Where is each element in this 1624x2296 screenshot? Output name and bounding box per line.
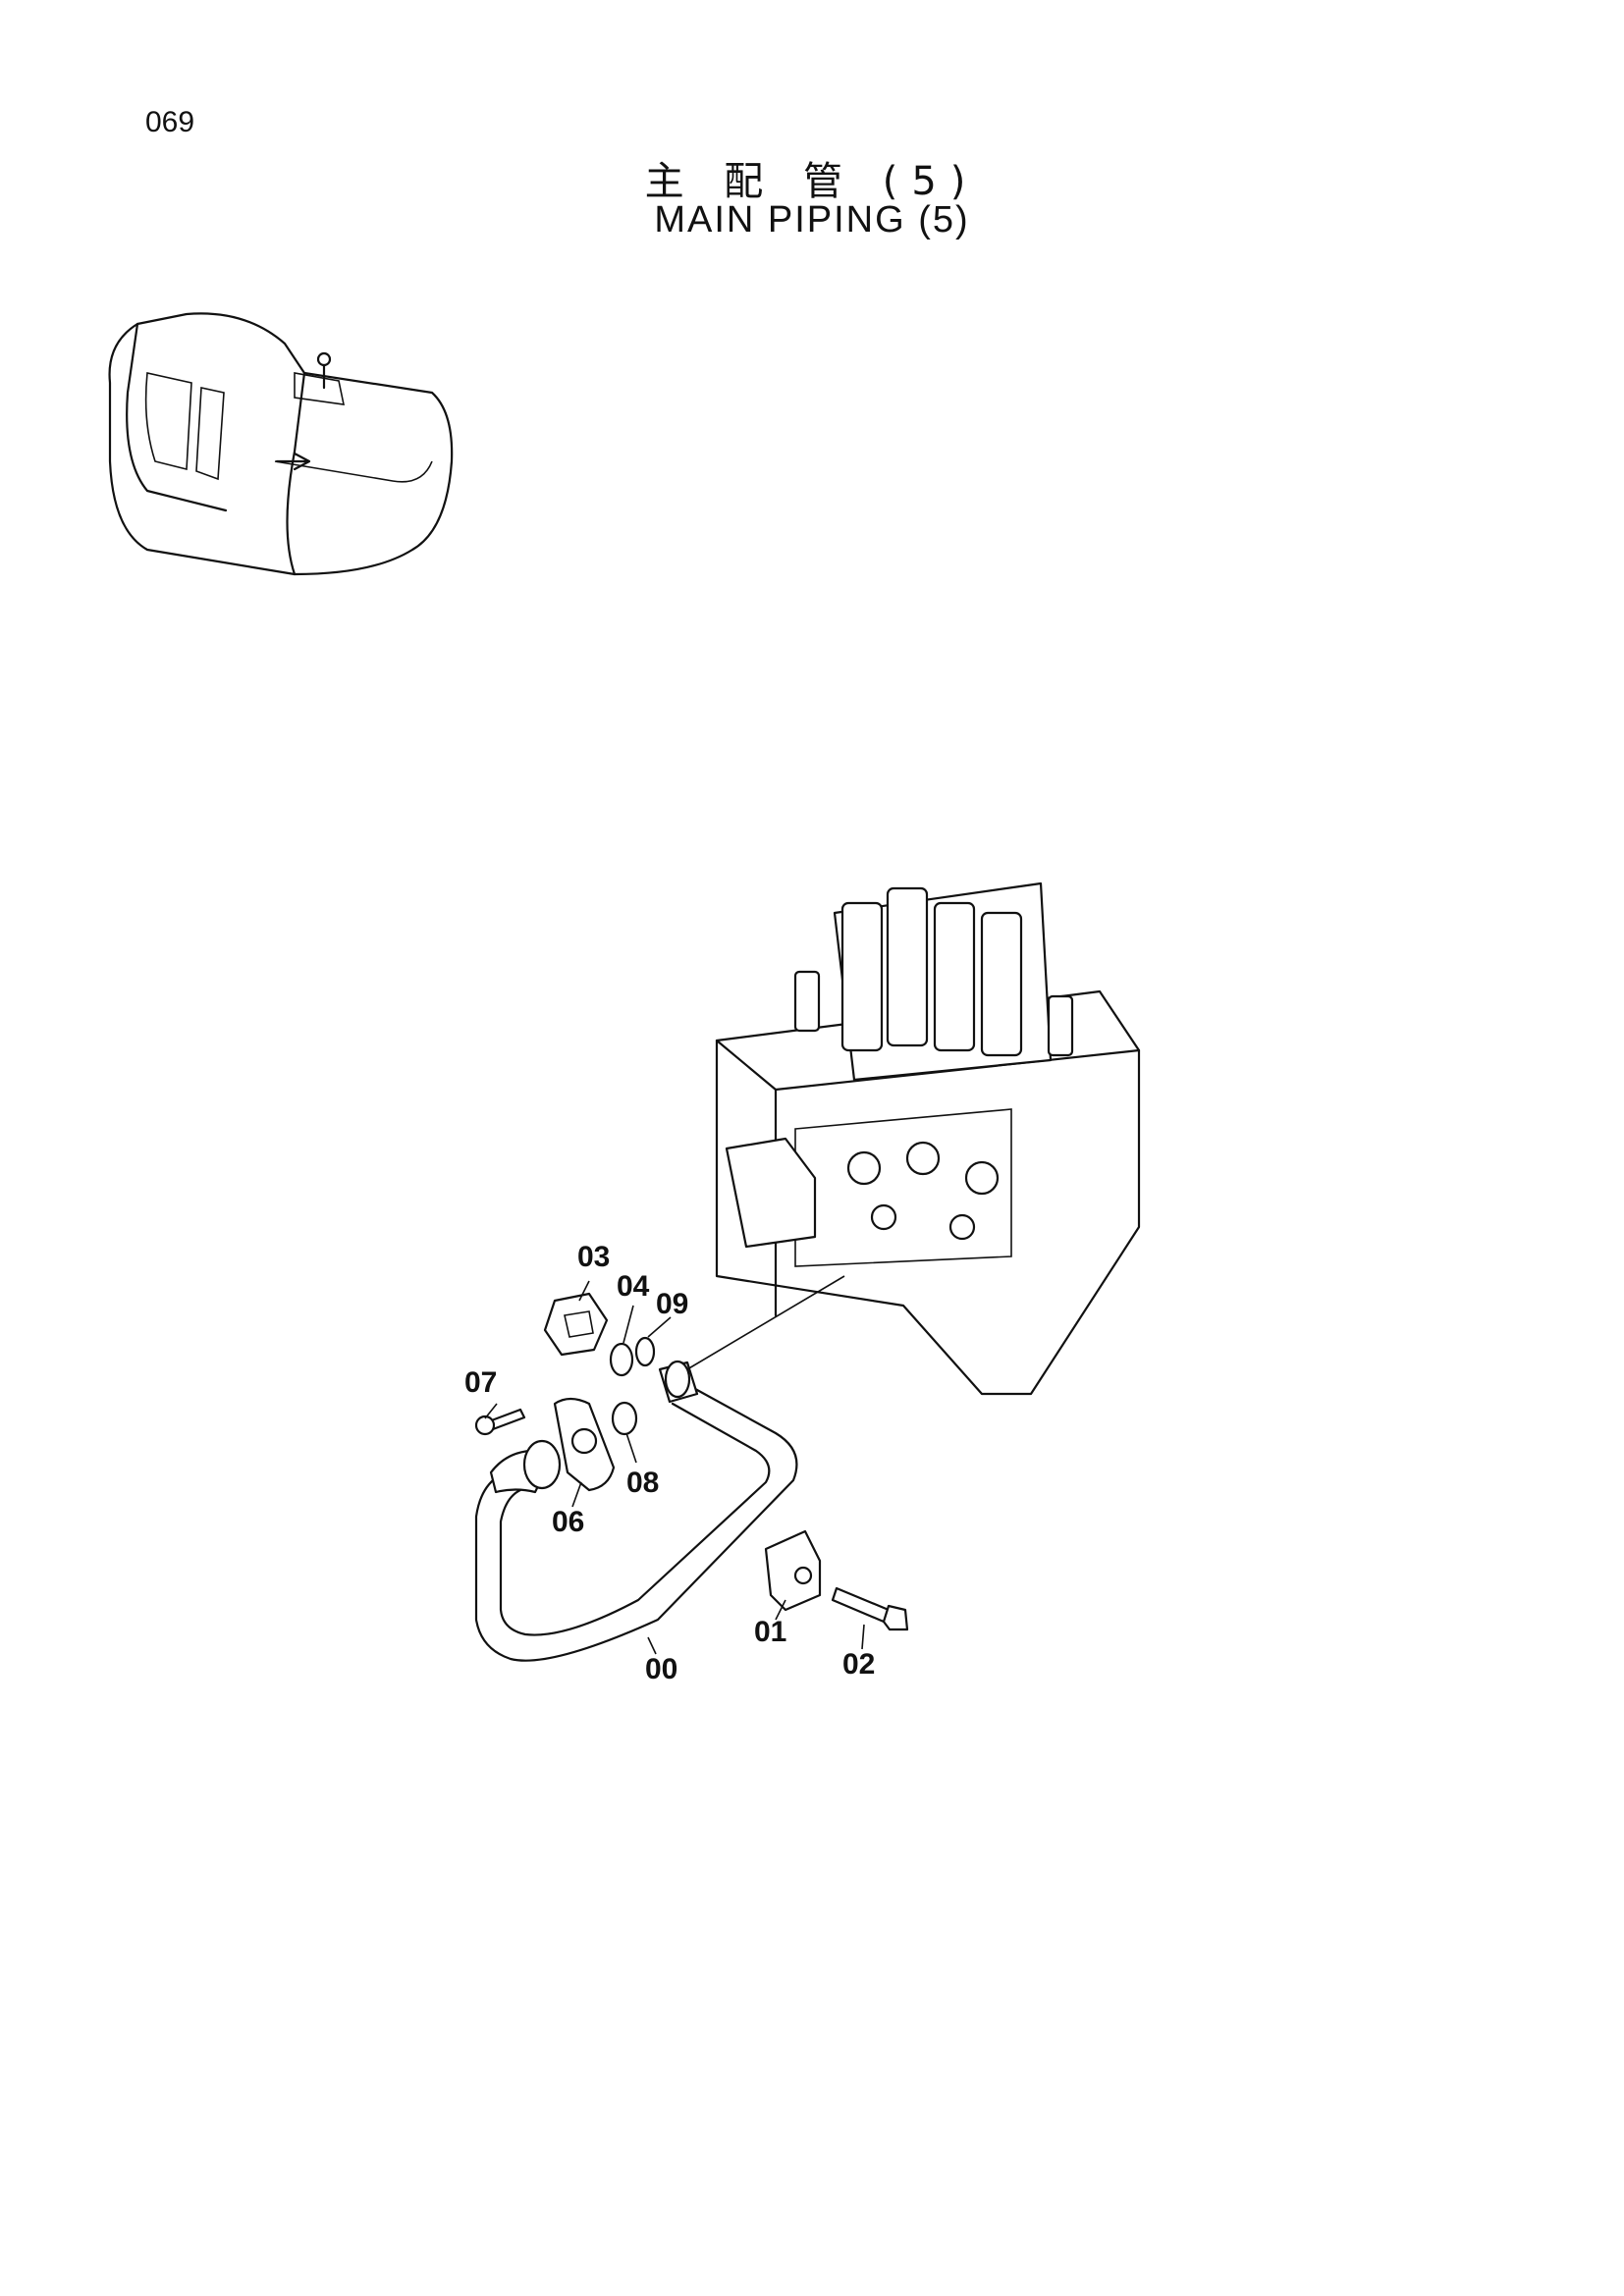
page-title: MAIN PIPING (5) (654, 199, 970, 240)
callout-02: 02 (842, 1648, 875, 1681)
clamp (764, 1529, 822, 1612)
callout-01: 01 (754, 1616, 786, 1648)
main-pipe (474, 1377, 798, 1662)
callout-04: 04 (617, 1270, 650, 1303)
page-number: 069 (145, 106, 195, 138)
bolt-02 (831, 1586, 909, 1631)
callout-00: 00 (645, 1653, 677, 1685)
assembly-line (686, 1275, 845, 1370)
o-ring-08 (611, 1401, 638, 1436)
pipe-fitting (658, 1360, 699, 1404)
excavator-locator-figure (108, 312, 454, 576)
callout-09: 09 (656, 1288, 688, 1320)
callout-07: 07 (464, 1366, 497, 1399)
o-ring-04 (609, 1342, 634, 1377)
leader-lines (484, 1280, 865, 1655)
bolt-07 (474, 1408, 526, 1436)
callout-03: 03 (577, 1241, 610, 1273)
callout-08: 08 (626, 1467, 659, 1499)
adapter-nut (543, 1292, 609, 1357)
callout-06: 06 (552, 1506, 584, 1538)
flange (553, 1397, 616, 1492)
page-title-japanese: 主 配 管 (5) (644, 159, 980, 204)
o-ring-09 (634, 1336, 656, 1367)
control-valve-body (715, 881, 1141, 1396)
